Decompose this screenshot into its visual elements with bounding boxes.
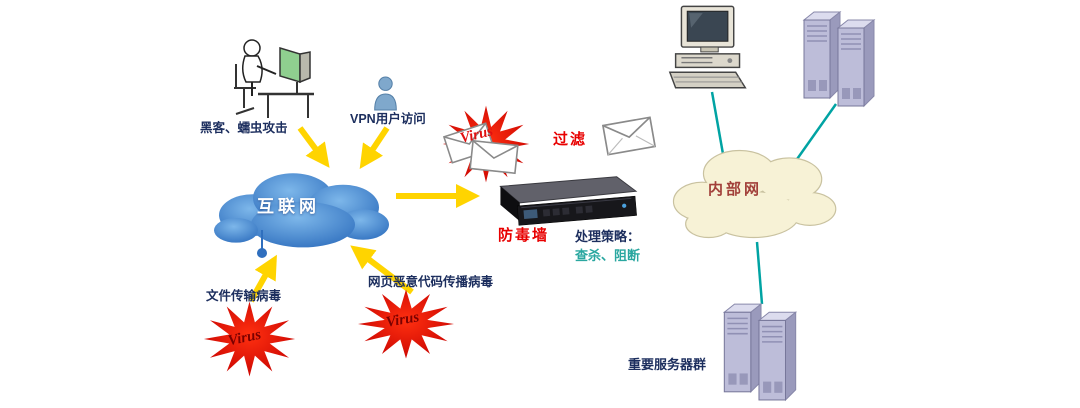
firewall-appliance-icon xyxy=(483,168,638,230)
vpn-user-label: VPN用户访问 xyxy=(350,112,426,126)
link-computer-intranet xyxy=(710,91,725,155)
strategy-title: 处理策略： xyxy=(575,229,641,244)
web-virus-label: 网页恶意代码传播病毒 xyxy=(368,275,494,289)
cloud-mouse-icon xyxy=(252,228,272,260)
arrow-vpn-to-internet xyxy=(359,126,390,169)
vpn-user-icon xyxy=(372,76,399,111)
envelope-icon xyxy=(469,139,520,175)
internet-cloud xyxy=(198,160,398,255)
hacker-workstation-icon xyxy=(222,36,320,122)
intranet-label: 内部网 xyxy=(708,181,763,198)
hacker-attack-label: 黑客、蠕虫攻击 xyxy=(200,121,288,135)
server-cluster-icon xyxy=(714,298,806,402)
desktop-computer-icon xyxy=(664,4,756,94)
arrow-filevirus-to-internet xyxy=(248,254,277,303)
filter-label: 过滤 xyxy=(553,131,588,148)
arrow-webvirus-to-internet xyxy=(350,245,414,295)
virus-burst-file xyxy=(202,300,297,378)
arrow-hacker-to-internet xyxy=(297,126,330,168)
strategy-actions: 查杀、阻断 xyxy=(575,248,641,263)
intranet-cloud xyxy=(660,138,838,250)
link-server-intranet xyxy=(793,103,838,163)
firewall-label: 防毒墙 xyxy=(498,227,550,244)
file-virus-label: 文件传输病毒 xyxy=(206,289,282,303)
internet-label: 互联网 xyxy=(257,197,320,216)
envelope-icon xyxy=(601,116,657,156)
server-cluster-label: 重要服务器群 xyxy=(628,357,707,372)
server-towers-icon xyxy=(798,6,880,108)
virus-burst-web xyxy=(356,288,456,360)
link-intranet-servercluster xyxy=(755,241,764,305)
